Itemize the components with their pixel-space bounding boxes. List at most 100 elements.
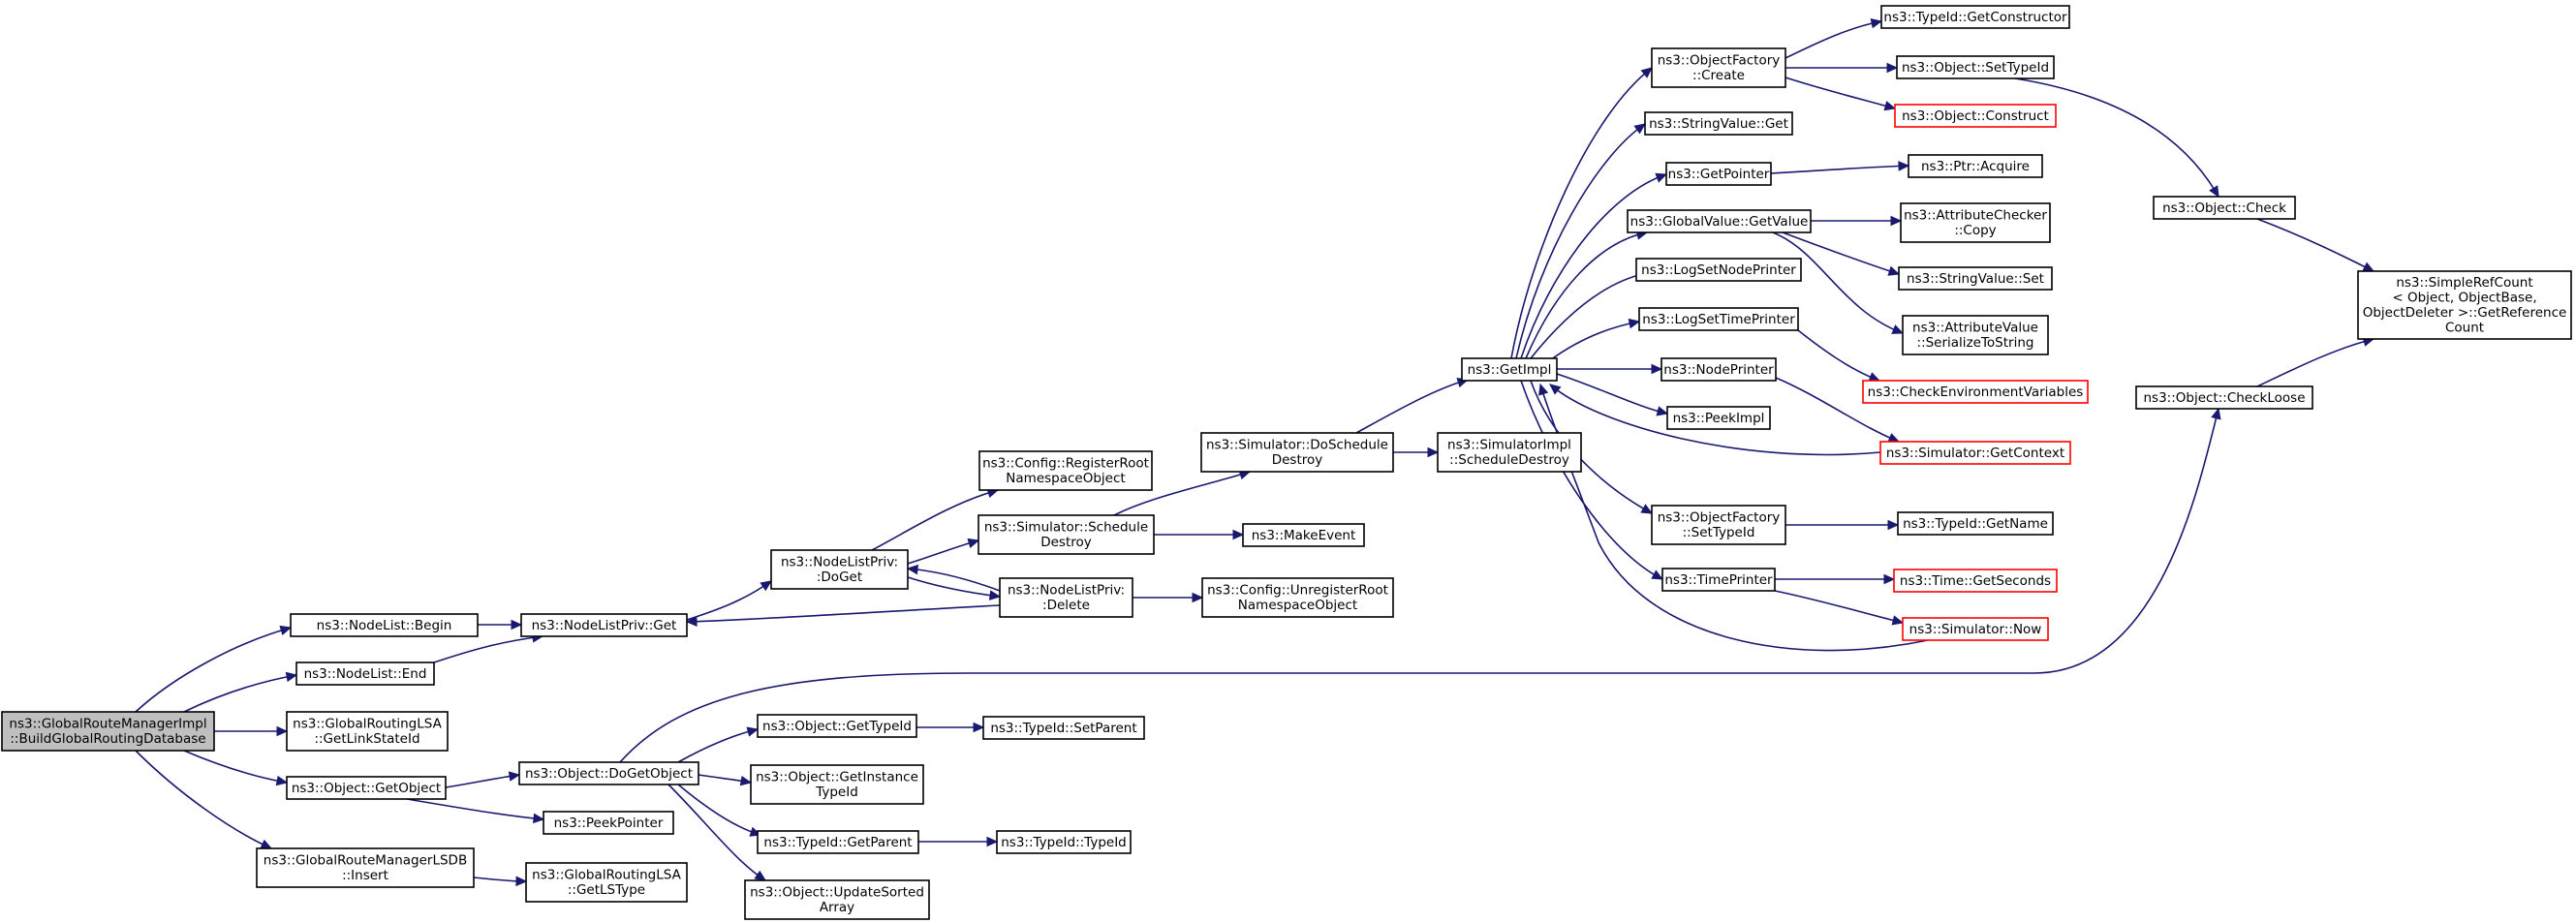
node-objfac-settypeid[interactable]: ns3::ObjectFactory::SetTypeId [1651,505,1786,545]
node-nl-end[interactable]: ns3::NodeList::End [295,661,435,686]
node-typeid-getparent[interactable]: ns3::TypeId::GetParent [757,830,919,854]
node-label-line: ns3::AttributeValue [1912,321,2038,336]
node-peekpointer[interactable]: ns3::PeekPointer [543,811,674,835]
node-box [1200,432,1394,473]
edge-arrowhead [967,538,980,549]
node-label-line: ns3::Ptr::Acquire [1921,159,2030,174]
node-label-line: ns3::Object::DoGetObject [525,766,693,782]
node-label-line: ns3::NodeListPriv: [1008,583,1125,599]
node-peekimpl[interactable]: ns3::PeekImpl [1666,406,1771,430]
edge-arrowhead [1883,573,1896,585]
node-grlsa-getlstype[interactable]: ns3::GlobalRoutingLSA::GetLSType [525,862,688,903]
edge-line [1113,471,1251,516]
node-obj-getobject[interactable]: ns3::Object::GetObject [286,776,447,800]
node-simimpl-sched[interactable]: ns3::SimulatorImpl::ScheduleDestroy [1437,432,1582,473]
node-attrchecker-copy[interactable]: ns3::AttributeChecker::Copy [1900,202,2051,243]
edge-root-to-grlsa_lsid [214,725,289,737]
edge-arrowhead [1898,161,1910,171]
node-simplerefcount[interactable]: ns3::SimpleRefCount< Object, ObjectBase,… [2357,270,2572,340]
node-gv-getvalue[interactable]: ns3::GlobalValue::GetValue [1627,209,1812,233]
node-label-line: ns3::AttributeChecker [1904,208,2047,224]
node-nlp-delete[interactable]: ns3::NodeListPriv::Delete [999,577,1133,618]
edge-sim_getcontext-to-getimpl [1549,384,1881,456]
node-sim-sched-destroy[interactable]: ns3::Simulator::ScheduleDestroy [978,514,1155,555]
edge-arrowhead [1633,123,1646,135]
node-checkenv[interactable]: ns3::CheckEnvironmentVariables [1862,380,2089,404]
node-obj-settypeid[interactable]: ns3::Object::SetTypeId [1896,55,2055,79]
edge-objfac_create-to-typeid_getctor [1785,17,1883,59]
node-sim-getcontext[interactable]: ns3::Simulator::GetContext [1879,441,2071,465]
edge-obj_dogetobject-to-typeid_getparent [677,784,762,837]
node-typeid-setparent[interactable]: ns3::TypeId::SetParent [982,716,1145,740]
node-label-line: ::BuildGlobalRoutingDatabase [10,731,205,747]
node-stringvalue-get[interactable]: ns3::StringValue::Get [1644,111,1793,136]
node-typeid-typeid[interactable]: ns3::TypeId::TypeId [996,830,1132,854]
node-label-line: ns3::StringValue::Get [1649,116,1788,132]
node-box [1894,104,2057,128]
edge-line [1525,231,1648,359]
node-nodeprinter[interactable]: ns3::NodePrinter [1660,357,1777,382]
node-box [1635,258,1802,282]
node-box [286,776,447,800]
node-box [1638,307,1799,331]
node-ptr-acquire[interactable]: ns3::Ptr::Acquire [1908,154,2043,178]
node-nl-begin[interactable]: ns3::NodeList::Begin [290,613,479,637]
edge-nlp_delete-to-cfg_unreg [1133,592,1204,603]
edge-obj_dogetobject-to-obj_updatesorted [667,784,767,881]
node-stringvalue-set[interactable]: ns3::StringValue::Set [1898,266,2053,291]
edge-getimpl-to-stringvalue_get [1515,123,1646,359]
node-obj-checkloose[interactable]: ns3::Object::CheckLoose [2135,385,2313,410]
edge-arrowhead [1887,265,1901,276]
node-makeevent[interactable]: ns3::MakeEvent [1242,523,1365,547]
node-label-line: ns3::GlobalRouteManagerImpl [9,717,206,732]
node-label-line: ns3::TypeId::GetName [1903,516,2048,532]
node-logtimeprinter[interactable]: ns3::LogSetTimePrinter [1638,307,1799,331]
node-time-getseconds[interactable]: ns3::Time::GetSeconds [1893,569,2058,593]
edge-arrowhead [1656,406,1669,416]
edge-line [1530,272,1648,359]
node-objfac-create[interactable]: ns3::ObjectFactory::Create [1651,47,1786,88]
edge-root-to-lsdb_insert [135,750,273,849]
node-label-line: ::ScheduleDestroy [1449,452,1569,468]
node-obj-construct[interactable]: ns3::Object::Construct [1894,104,2057,128]
node-typeid-getctor[interactable]: ns3::TypeId::GetConstructor [1880,5,2070,29]
node-label-line: ns3::TypeId::GetConstructor [1883,10,2067,25]
edge-arrowhead [511,619,523,631]
node-grlsa-lsid[interactable]: ns3::GlobalRoutingLSA::GetLinkStateId [286,711,449,752]
node-label-line: ns3::Simulator::DoSchedule [1206,438,1388,453]
edge-getpointer-to-ptr_acquire [1770,161,1910,174]
node-label-line: ns3::Time::GetSeconds [1900,573,2051,589]
node-box [1862,380,2089,404]
node-nlp-get[interactable]: ns3::NodeListPriv::Get [520,613,688,637]
node-label-line: Count [2445,321,2484,336]
node-timeprinter[interactable]: ns3::TimePrinter [1661,568,1776,592]
node-obj-dogetobject[interactable]: ns3::Object::DoGetObject [518,761,699,785]
edge-arrowhead [1232,529,1245,540]
node-obj-check[interactable]: ns3::Object::Check [2153,196,2296,220]
node-box [2153,196,2296,220]
node-box [543,811,674,835]
node-label-line: ::GetLinkStateId [314,731,419,747]
node-box [757,714,917,738]
node-getpointer[interactable]: ns3::GetPointer [1665,162,1772,186]
edge-line [1556,373,1668,415]
edge-obj_check-to-simplerefcount [2256,218,2375,272]
edge-arrowhead [515,876,528,887]
node-attrvalue-ser[interactable]: ns3::AttributeValue::SerializeToString [1902,315,2049,355]
node-cfg-unreg[interactable]: ns3::Config::UnregisterRootNamespaceObje… [1201,577,1394,618]
node-label-line: ns3::ObjectFactory [1658,510,1781,526]
node-obj-gettypeid[interactable]: ns3::Object::GetTypeId [757,714,917,738]
node-sim-now[interactable]: ns3::Simulator::Now [1902,617,2049,641]
edge-arrowhead [1192,592,1204,603]
node-lsdb-insert[interactable]: ns3::GlobalRouteManagerLSDB::Insert [256,847,475,888]
node-typeid-getname[interactable]: ns3::TypeId::GetName [1897,511,2054,536]
node-lognodeprinter[interactable]: ns3::LogSetNodePrinter [1635,258,1802,282]
node-getimpl[interactable]: ns3::GetImpl [1461,357,1558,382]
node-nlp-doget[interactable]: ns3::NodeListPriv::DoGet [770,549,909,590]
edge-line [445,774,520,788]
edge-gv_getvalue-to-attrchecker_copy [1811,215,1903,227]
